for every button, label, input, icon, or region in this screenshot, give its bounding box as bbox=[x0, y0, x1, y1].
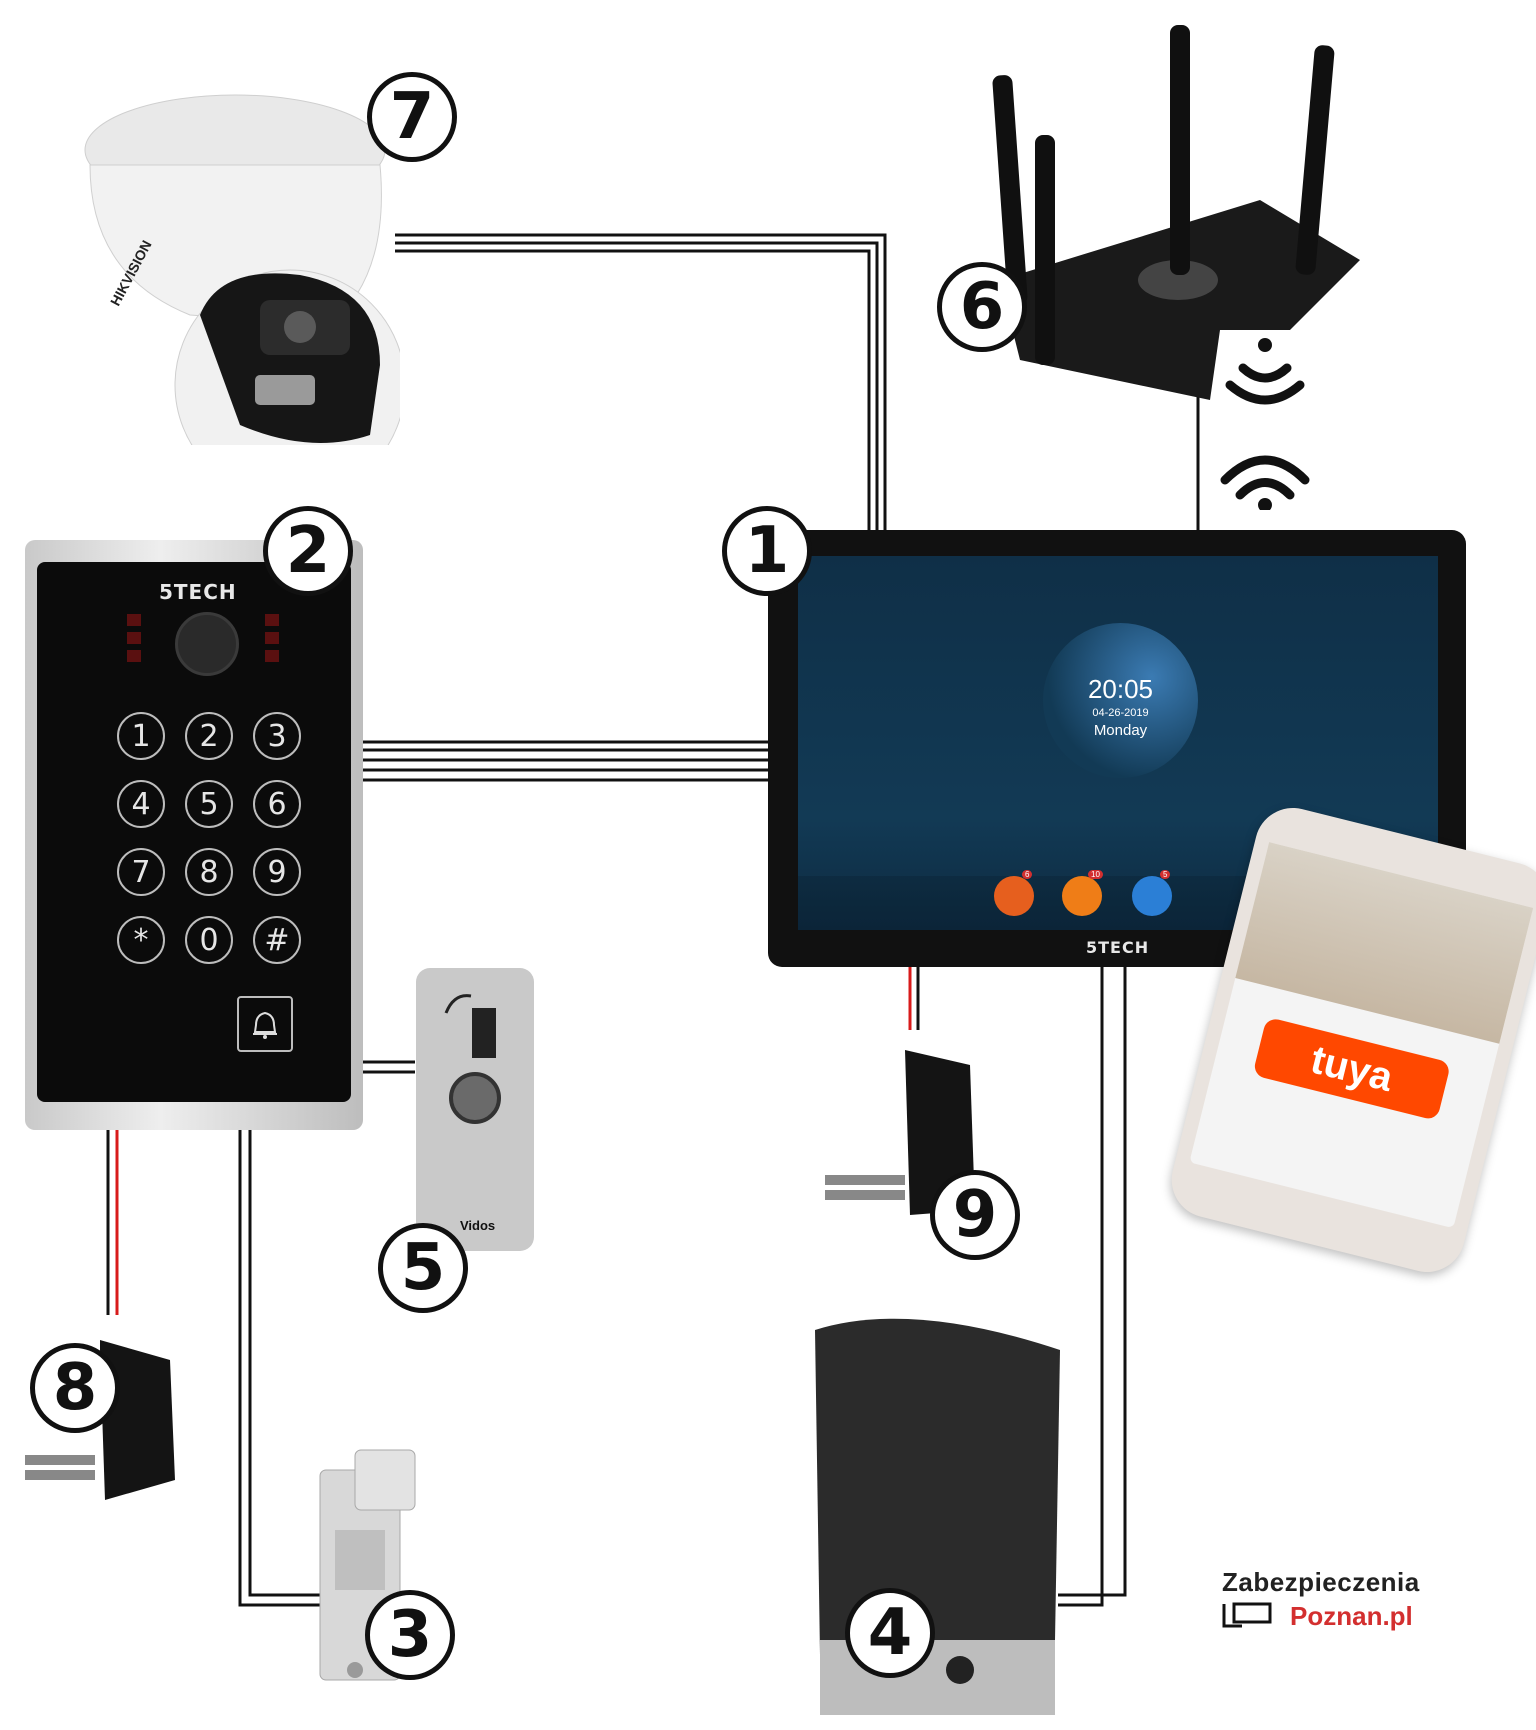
screen-orb bbox=[1043, 623, 1198, 778]
badge-psu-monitor: 9 bbox=[930, 1170, 1020, 1260]
call-icon[interactable] bbox=[994, 876, 1034, 916]
camera-logo-icon bbox=[1222, 1602, 1272, 1628]
badge-camera: 7 bbox=[367, 72, 457, 162]
clock-weekday: Monday bbox=[1093, 722, 1148, 739]
ir-led-right bbox=[265, 614, 279, 664]
company-logo: Zabezpieczenia Poznan.pl bbox=[1222, 1567, 1502, 1634]
door-keypad: 5TECH 1 2 3 4 5 6 7 8 9 * 0 # bbox=[25, 540, 363, 1130]
camera-illustration bbox=[84, 94, 406, 501]
clock-date: 04-26-2019 bbox=[1092, 707, 1149, 719]
key-hash[interactable]: # bbox=[253, 916, 301, 964]
key-4[interactable]: 4 bbox=[117, 780, 165, 828]
badge-lock: 3 bbox=[365, 1590, 455, 1680]
gate-motor bbox=[810, 1310, 1065, 1715]
exit-button-brand: Vidos bbox=[460, 1218, 496, 1233]
key-9[interactable]: 9 bbox=[253, 848, 301, 896]
keypad-brand: 5TECH bbox=[159, 580, 237, 604]
router-illustration bbox=[992, 25, 1360, 400]
logo-line2-row: Poznan.pl bbox=[1222, 1598, 1502, 1634]
exit-button-illustration bbox=[416, 968, 534, 1251]
badge-router: 6 bbox=[937, 262, 1027, 352]
key-0[interactable]: 0 bbox=[185, 916, 233, 964]
video-feed bbox=[1235, 842, 1534, 1044]
message-icon[interactable] bbox=[1062, 876, 1102, 916]
key-star[interactable]: * bbox=[117, 916, 165, 964]
keypad-camera-lens bbox=[175, 612, 239, 676]
bell-button[interactable] bbox=[237, 996, 293, 1052]
key-5[interactable]: 5 bbox=[185, 780, 233, 828]
gate-motor-illustration bbox=[815, 1318, 1060, 1715]
router bbox=[960, 20, 1380, 400]
key-3[interactable]: 3 bbox=[253, 712, 301, 760]
badge-gate: 4 bbox=[845, 1588, 935, 1678]
tuya-logo-text: tuya bbox=[1306, 1037, 1398, 1100]
motion-badge: 5 bbox=[1160, 870, 1171, 879]
key-1[interactable]: 1 bbox=[117, 712, 165, 760]
monitor-brand: 5TECH bbox=[1086, 938, 1150, 957]
badge-keypad: 2 bbox=[263, 506, 353, 596]
badge-monitor: 1 bbox=[722, 506, 812, 596]
wireless-signal-icon bbox=[1220, 338, 1310, 510]
exit-button: Vidos bbox=[416, 968, 534, 1251]
bell-icon bbox=[253, 1011, 277, 1039]
key-6[interactable]: 6 bbox=[253, 780, 301, 828]
message-badge: 10 bbox=[1088, 870, 1103, 879]
key-7[interactable]: 7 bbox=[117, 848, 165, 896]
call-badge: 6 bbox=[1022, 870, 1033, 879]
clock-time: 20:05 bbox=[1087, 674, 1154, 704]
logo-line2: Poznan.pl bbox=[1290, 1600, 1413, 1631]
key-2[interactable]: 2 bbox=[185, 712, 233, 760]
tuya-logo: tuya bbox=[1252, 1016, 1452, 1121]
motion-icon[interactable] bbox=[1132, 876, 1172, 916]
badge-exit-button: 5 bbox=[378, 1223, 468, 1313]
keypad-face: 5TECH 1 2 3 4 5 6 7 8 9 * 0 # bbox=[37, 562, 351, 1102]
ir-led-left bbox=[127, 614, 141, 664]
phone-screen: tuya bbox=[1189, 842, 1534, 1229]
badge-psu-keypad: 8 bbox=[30, 1343, 120, 1433]
key-8[interactable]: 8 bbox=[185, 848, 233, 896]
logo-line1: Zabezpieczenia bbox=[1222, 1567, 1420, 1597]
dome-camera: HIKVISION bbox=[70, 75, 406, 501]
